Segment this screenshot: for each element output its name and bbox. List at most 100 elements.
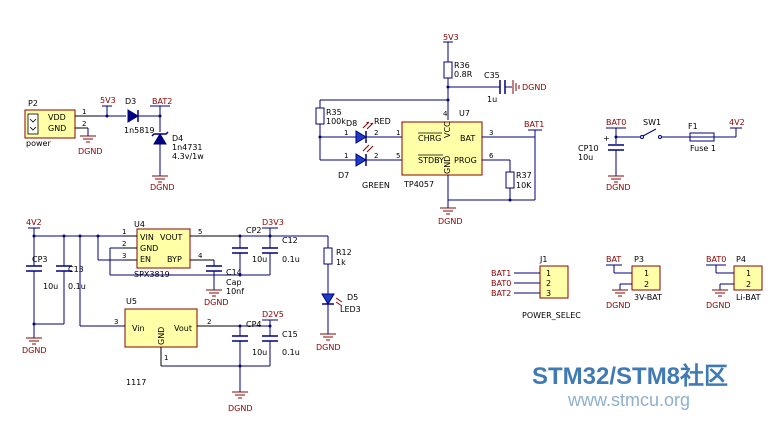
p2-ref: P2 xyxy=(28,99,38,108)
c35-gnd-net: DGND xyxy=(522,83,547,92)
u5-vin: Vin xyxy=(132,324,145,333)
cp2-value: 10u xyxy=(252,255,267,264)
p2-plug-icon xyxy=(27,113,39,135)
cp3-capacitor: CP3 10u xyxy=(26,255,58,291)
d5-value: LED3 xyxy=(340,305,361,314)
r36-value: 0.8R xyxy=(454,70,473,79)
watermark-url: www.stmcu.org xyxy=(567,390,690,410)
j1-net-bat2: BAT2 xyxy=(491,289,511,298)
u7-pin4: 4 xyxy=(443,110,448,118)
u5-pin1: 1 xyxy=(164,354,168,362)
cp4-value: 10u xyxy=(252,348,267,357)
u5-ref: U5 xyxy=(126,297,137,306)
u7-pin1: 1 xyxy=(396,129,400,137)
d4-ref: D4 xyxy=(172,134,183,143)
p4-pin2: 2 xyxy=(746,280,751,289)
net-d3v3: D3V3 xyxy=(262,218,284,227)
cp3-value: 10u xyxy=(43,282,58,291)
u7-prog: PROG xyxy=(454,156,477,165)
u7-stdby: STDBY xyxy=(418,156,444,165)
p4-net-bat0: BAT0 xyxy=(706,255,726,264)
u5-vout: Vout xyxy=(174,324,192,333)
cp2-capacitor: CP2 10u xyxy=(232,226,267,264)
j1-ref: J1 xyxy=(539,255,547,264)
d3-ref: D3 xyxy=(125,97,136,106)
cp10-capacitor: + CP10 10u xyxy=(578,134,624,162)
j1-net-bat0: BAT0 xyxy=(491,279,511,288)
ground-symbol xyxy=(26,337,42,345)
j1-label: POWER_SELEC xyxy=(522,311,581,320)
d5-gnd-net: DGND xyxy=(316,343,341,352)
d8-value: RED xyxy=(374,117,391,126)
u5-gnd-net: DGND xyxy=(228,404,253,413)
cp10-ref: CP10 xyxy=(578,144,599,153)
c35-ref: C35 xyxy=(484,71,500,80)
p4-pin1: 1 xyxy=(746,269,751,278)
cp3-gnd-net: DGND xyxy=(22,346,47,355)
cp2-ref: CP2 xyxy=(246,226,262,235)
u5-pin3: 3 xyxy=(114,318,118,326)
cp10-value: 10u xyxy=(578,153,593,162)
net-5v3-power: 5V3 xyxy=(100,96,116,105)
u4-vin: VIN xyxy=(140,233,154,242)
c13-capacitor: C13 0.1u xyxy=(56,265,86,291)
net-bat2: BAT2 xyxy=(152,97,172,106)
j1-pin2: 2 xyxy=(546,279,551,288)
d8-ref: D8 xyxy=(346,119,357,128)
c14-ref: C14 xyxy=(226,268,242,277)
c35-capacitor: C35 1u xyxy=(484,71,512,104)
d4-value: 1n4731 xyxy=(172,143,203,152)
p2-connector: P2 VDD GND power 1 2 DGND xyxy=(24,99,103,156)
u7-value: TP4057 xyxy=(403,180,434,189)
u7-pin6: 6 xyxy=(489,152,494,160)
c14-value: Cap xyxy=(226,278,242,287)
p2-pin2-num: 2 xyxy=(82,120,86,128)
c12-ref: C12 xyxy=(282,236,298,245)
c13-ref: C13 xyxy=(68,265,84,274)
d3-diode: D3 1n5819 xyxy=(124,97,160,135)
c15-ref: C15 xyxy=(282,330,298,339)
d4-zener: D4 1n4731 4.3v/1w xyxy=(151,131,204,176)
u4-pin3: 3 xyxy=(122,252,126,260)
u4-ref: U4 xyxy=(134,220,145,229)
net-4v2-fuse: 4V2 xyxy=(729,118,745,127)
ground-symbol xyxy=(440,200,456,215)
r35-resistor xyxy=(315,107,325,125)
c15-value: 0.1u xyxy=(282,348,300,357)
p3-gnd-net: DGND xyxy=(606,301,631,310)
c12-capacitor: C12 0.1u xyxy=(262,236,300,264)
u7-gnd-net: DGND xyxy=(438,217,463,226)
p4-gnd-net: DGND xyxy=(706,301,731,310)
cp3-ref: CP3 xyxy=(32,255,48,264)
u4-gnd: GND xyxy=(140,244,158,253)
c14-value2: 10nf xyxy=(226,287,244,296)
u7-ref: U7 xyxy=(459,109,470,118)
u4-pin4: 4 xyxy=(198,252,203,260)
r12-ref: R12 xyxy=(336,248,352,257)
d7-ref: D7 xyxy=(338,171,349,180)
u4-en: EN xyxy=(140,255,151,264)
r12-resistor xyxy=(323,247,333,265)
u5-gnd: GND xyxy=(157,327,166,345)
net-4v2-reg: 4V2 xyxy=(26,218,42,227)
j1-net-bat1: BAT1 xyxy=(491,269,511,278)
ground-symbol xyxy=(80,135,96,143)
cp4-ref: CP4 xyxy=(246,320,262,329)
u4-spx3819: U4 VIN VOUT GND EN BYP SPX3819 1 2 3 5 4 xyxy=(122,220,240,279)
j1-pin3: 3 xyxy=(546,289,551,298)
p4-connector: BAT0 P4 1 2 DGND Li-BAT xyxy=(706,255,763,310)
p3-pin1: 1 xyxy=(644,269,649,278)
r12-value: 1k xyxy=(336,258,346,267)
sw1-switch: SW1 xyxy=(640,118,662,139)
d5-ref: D5 xyxy=(347,293,358,302)
net-bat0: BAT0 xyxy=(606,118,626,127)
u5-pin2: 2 xyxy=(207,318,211,326)
p2-pin1-label: VDD xyxy=(48,113,66,122)
u5-value: 1117 xyxy=(126,378,146,387)
watermark-title: STM32/STM8社区 xyxy=(532,362,728,390)
r36-ref: R36 xyxy=(454,61,470,70)
c35-value: 1u xyxy=(487,95,497,104)
d4-gnd-net: DGND xyxy=(150,183,175,192)
d3-value: 1n5819 xyxy=(124,126,155,135)
